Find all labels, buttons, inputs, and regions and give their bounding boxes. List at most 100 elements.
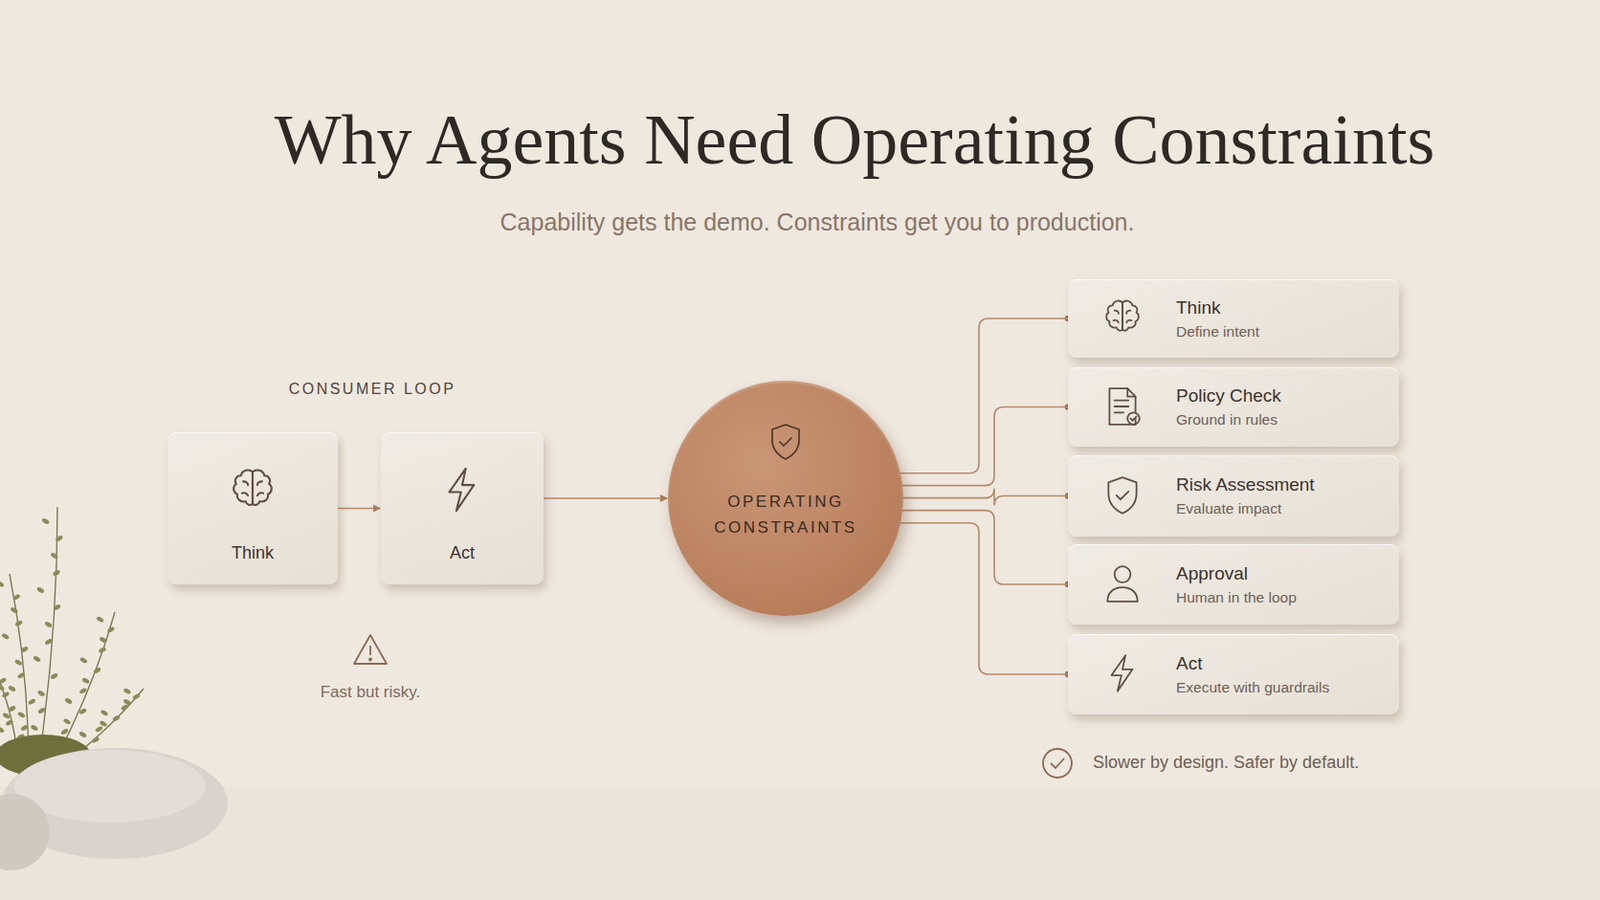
step-title: Think bbox=[231, 543, 274, 564]
plant-leaf bbox=[81, 677, 90, 686]
step-title: Act bbox=[1176, 653, 1384, 675]
step-note: Human in the loop bbox=[1176, 589, 1384, 607]
rock bbox=[0, 794, 50, 871]
connector bbox=[902, 488, 1068, 507]
plant-leaf bbox=[120, 704, 130, 712]
hub-label: OPERATING CONSTRAINTS bbox=[699, 488, 872, 541]
step-row-card: Risk AssessmentEvaluate impact bbox=[1067, 455, 1400, 537]
plant-leaf bbox=[20, 645, 29, 654]
connector bbox=[901, 511, 1068, 585]
doc-icon bbox=[1100, 384, 1145, 429]
plant-leaf bbox=[49, 672, 59, 681]
step-note: Define intent bbox=[1176, 323, 1384, 341]
step-note: Evaluate impact bbox=[1176, 500, 1384, 518]
plant-leaf bbox=[37, 707, 46, 715]
step-title: Approval bbox=[1176, 563, 1384, 585]
group-heading: CONSUMER LOOP bbox=[288, 380, 457, 399]
plant-leaf bbox=[63, 717, 72, 726]
brain-icon bbox=[226, 464, 279, 516]
plant-leaf bbox=[44, 638, 53, 646]
plant-leaf bbox=[32, 655, 42, 664]
plant-leaf bbox=[17, 711, 26, 719]
plant-leaf bbox=[95, 616, 105, 624]
plant-leaf bbox=[20, 724, 29, 733]
plant-leaf bbox=[27, 698, 37, 707]
shield-icon bbox=[1100, 473, 1145, 518]
bolt-icon bbox=[436, 464, 489, 516]
plant-leaf bbox=[36, 586, 45, 595]
plant-leaf bbox=[0, 684, 5, 692]
connector bbox=[543, 497, 667, 500]
plant-leaf bbox=[7, 705, 17, 713]
step-note: Execute with guardrails bbox=[1176, 679, 1384, 697]
plant-leaf bbox=[64, 697, 73, 706]
connector bbox=[899, 318, 1068, 474]
plant-leaf bbox=[97, 646, 107, 655]
plant-leaf bbox=[0, 690, 10, 699]
step-title: Risk Assessment bbox=[1176, 474, 1384, 496]
step-row-card: ActExecute with guardrails bbox=[1067, 634, 1400, 715]
step-row-card: Policy CheckGround in rules bbox=[1067, 367, 1400, 447]
plant-leaf bbox=[4, 719, 14, 728]
step-card: Act bbox=[380, 432, 544, 585]
plant-leaf bbox=[44, 621, 53, 629]
plant-leaf bbox=[14, 620, 23, 628]
plant-leaf bbox=[7, 685, 17, 693]
plant-leaf bbox=[41, 517, 50, 526]
plant-leaf bbox=[29, 724, 39, 733]
person-icon bbox=[1100, 561, 1145, 606]
step-title: Think bbox=[1176, 297, 1384, 319]
plant-leaf bbox=[51, 569, 61, 578]
step-card: Think bbox=[167, 432, 338, 585]
plant-leaf bbox=[0, 726, 5, 734]
plant-leaf bbox=[98, 636, 108, 645]
warning-icon bbox=[354, 635, 387, 665]
step-title: Policy Check bbox=[1176, 385, 1384, 407]
plant-leaf bbox=[0, 580, 5, 589]
check-circle-icon bbox=[1043, 749, 1072, 778]
plant-leaf bbox=[1, 711, 11, 720]
plant-leaf bbox=[14, 659, 23, 667]
warning-note: Fast but risky. bbox=[320, 683, 422, 703]
plant-leaf bbox=[60, 728, 69, 736]
floor-band bbox=[0, 786, 1600, 900]
step-title: Act bbox=[449, 543, 475, 564]
plant-leaf bbox=[90, 736, 100, 745]
plant-leaf bbox=[94, 725, 104, 734]
plant-leaf bbox=[12, 593, 22, 601]
plant-leaf bbox=[78, 687, 88, 695]
connector bbox=[901, 407, 1068, 487]
plant-leaf bbox=[0, 632, 10, 641]
plant-leaf bbox=[78, 708, 88, 716]
plant-leaf bbox=[9, 606, 19, 615]
plant-leaf bbox=[54, 534, 64, 543]
plant-leaf bbox=[92, 666, 102, 675]
subtitle: Capability gets the demo. Constraints ge… bbox=[500, 208, 1135, 237]
plant-leaf bbox=[111, 714, 121, 723]
step-row-card: ThinkDefine intent bbox=[1067, 279, 1400, 358]
connector bbox=[899, 523, 1068, 675]
plant-leaf bbox=[132, 692, 141, 701]
connector bbox=[337, 508, 380, 511]
footer-note: Slower by design. Safer by default. bbox=[1092, 753, 1359, 774]
plant-stem bbox=[38, 507, 58, 766]
plant-leaf bbox=[122, 688, 132, 696]
plant-leaf bbox=[17, 671, 26, 680]
plant-illustration bbox=[0, 507, 144, 778]
plant-leaf bbox=[52, 603, 62, 612]
plant-leaf bbox=[122, 698, 132, 707]
plant-leaf bbox=[106, 625, 115, 634]
plant-leaf bbox=[37, 689, 46, 698]
step-note: Ground in rules bbox=[1176, 411, 1384, 429]
plant-leaf bbox=[79, 656, 89, 665]
bolt-icon bbox=[1100, 651, 1145, 696]
plant-leaf bbox=[49, 552, 59, 560]
step-row-card: ApprovalHuman in the loop bbox=[1067, 544, 1400, 625]
plant-leaf bbox=[98, 720, 108, 729]
plant-leaf bbox=[99, 709, 109, 717]
shield-icon bbox=[764, 421, 807, 464]
plant-leaf bbox=[78, 731, 88, 739]
constraints-hub: OPERATING CONSTRAINTS bbox=[667, 380, 904, 617]
plant-leaf bbox=[0, 677, 7, 686]
title: Why Agents Need Operating Constraints bbox=[274, 99, 1436, 181]
